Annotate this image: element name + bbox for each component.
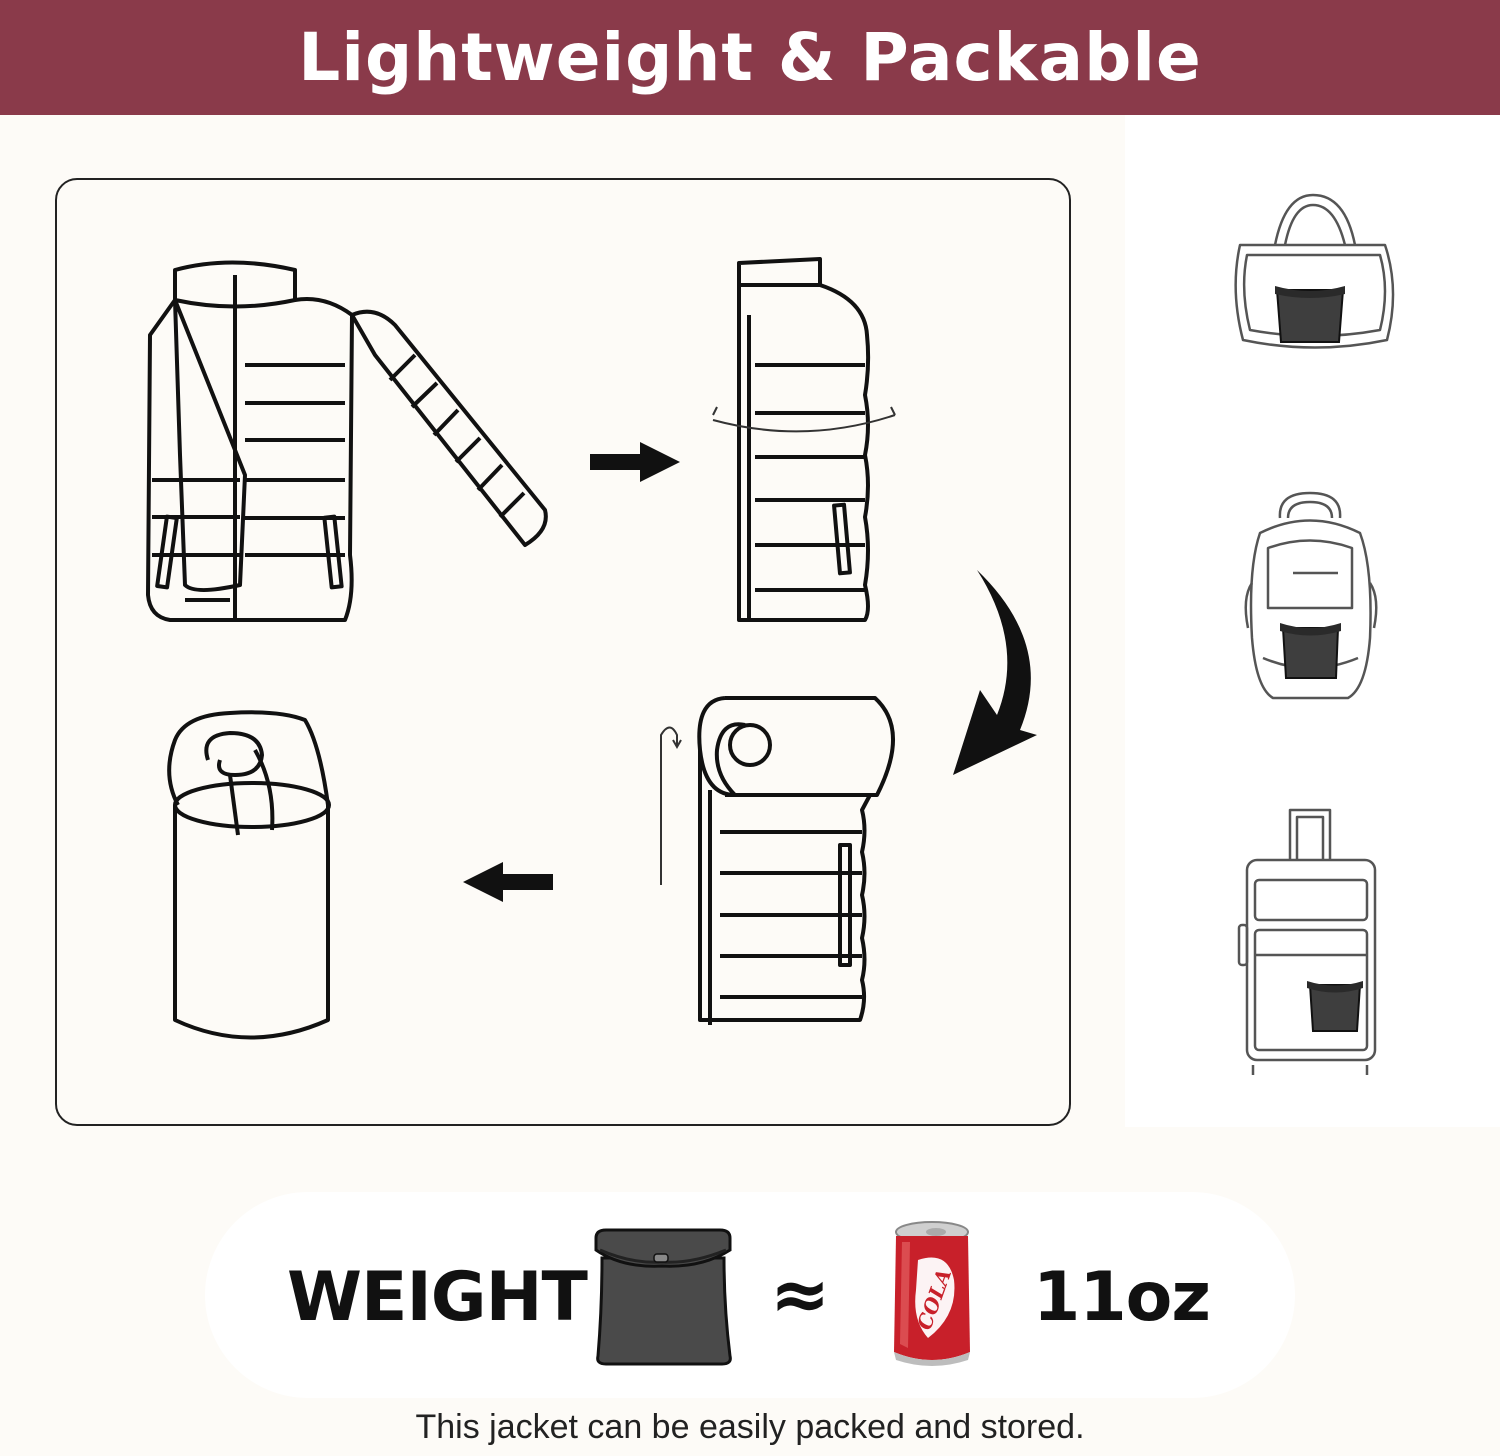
- caption-text: This jacket can be easily packed and sto…: [415, 1408, 1085, 1446]
- arrow-left-icon: [463, 862, 553, 902]
- jacket-folded-icon: [712, 257, 896, 622]
- header-banner: Lightweight & Packable: [0, 0, 1500, 115]
- jacket-rolled-icon: [660, 696, 895, 1025]
- page-title: Lightweight & Packable: [298, 19, 1202, 96]
- packed-pouch-icon: [594, 1228, 732, 1366]
- cola-can-icon: COLA: [894, 1221, 970, 1366]
- folding-steps-panel: [55, 178, 1071, 1126]
- arrow-right-icon: [590, 442, 680, 482]
- jacket-stuffed-pouch-icon: [167, 710, 331, 1040]
- handbag-icon: [1234, 193, 1395, 349]
- weight-value: 11oz: [1033, 1258, 1211, 1337]
- weight-label: WEIGHT: [287, 1258, 588, 1337]
- weight-comparison-panel: [205, 1192, 1295, 1398]
- curved-arrow-icon: [953, 570, 1037, 775]
- jacket-flat-icon: [146, 260, 548, 622]
- approx-symbol: ≈: [770, 1252, 831, 1336]
- suitcase-icon: [1237, 808, 1377, 1075]
- storage-panel: [1125, 115, 1500, 1127]
- backpack-icon: [1244, 491, 1378, 700]
